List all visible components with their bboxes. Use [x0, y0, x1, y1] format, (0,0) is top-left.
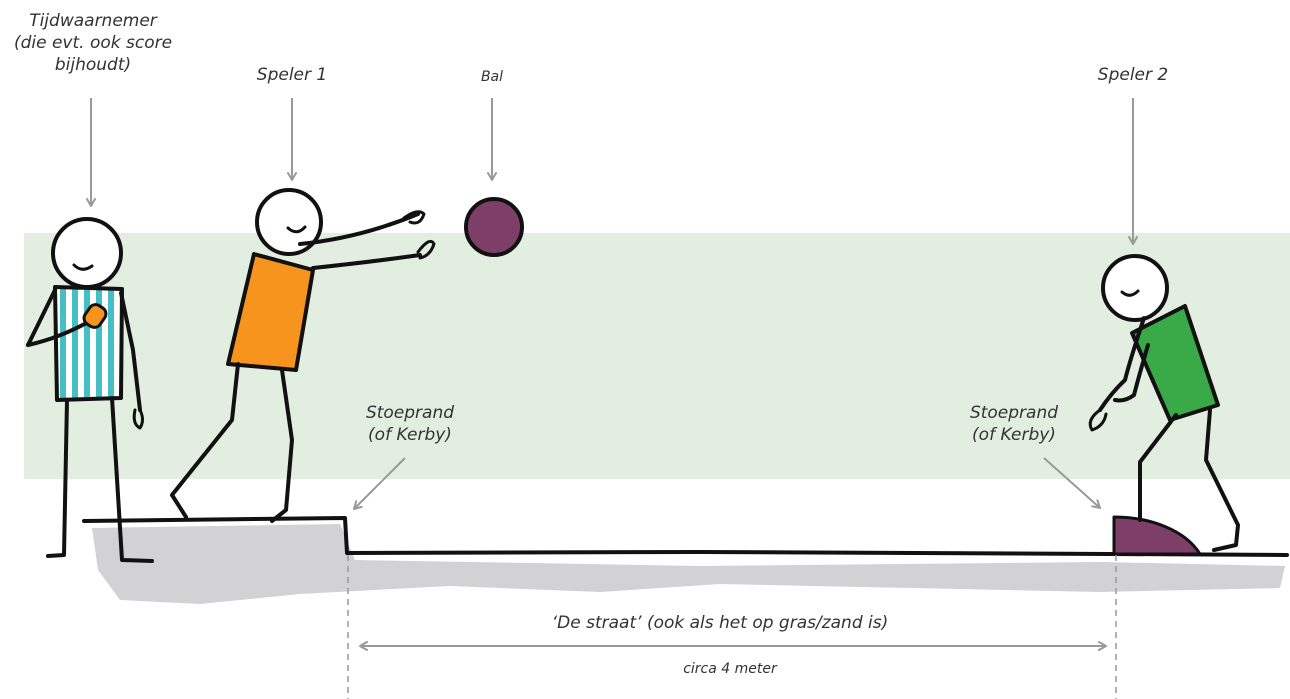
curb-left-arrow [353, 457, 406, 510]
curb-right-label-line1: Stoeprand [969, 403, 1059, 423]
timekeeper-label-line3: bijhoudt) [54, 55, 132, 75]
timekeeper-label: Tijdwaarnemer (die evt. ook score bijhou… [0, 10, 186, 76]
kerby-shape [1112, 515, 1202, 556]
curb-right-label: Stoeprand (of Kerby) [944, 402, 1084, 446]
player2-label: Speler 2 [1097, 65, 1169, 85]
curb-right-label-line2: (of Kerby) [972, 425, 1056, 445]
player2-figure [1088, 254, 1240, 552]
ball-label: Bal [480, 69, 504, 85]
ground-shadow [92, 524, 1285, 604]
timekeeper-figure [26, 217, 154, 563]
player1-figure [170, 188, 436, 523]
curb-right-arrow [1043, 457, 1101, 509]
curb-left-label: Stoeprand (of Kerby) [340, 402, 480, 446]
curb-left-label-line1: Stoeprand [365, 403, 455, 423]
curb-left-label-line2: (of Kerby) [368, 425, 452, 445]
timekeeper-label-line2: (die evt. ook score [13, 33, 173, 53]
street-label: ‘De straat’ (ook als het op gras/zand is… [551, 613, 889, 633]
timekeeper-label-line1: Tijdwaarnemer [29, 11, 157, 31]
player1-label: Speler 1 [256, 65, 328, 85]
distance-label: circa 4 meter [683, 661, 777, 677]
ball [464, 197, 524, 257]
